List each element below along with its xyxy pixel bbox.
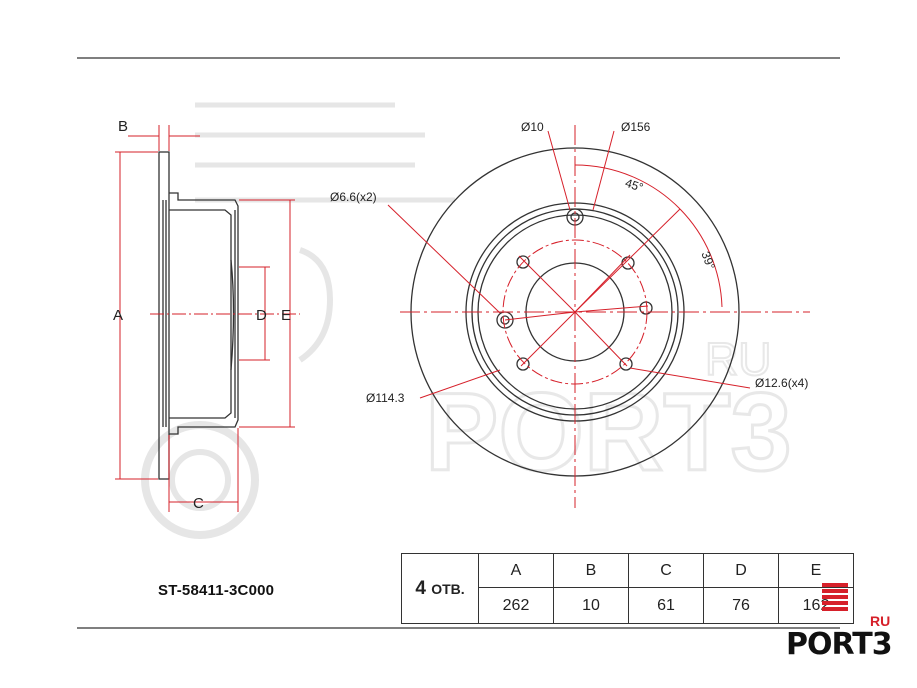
spec-header-b: B [553, 553, 629, 588]
spec-header-a: A [478, 553, 554, 588]
spec-header-d: D [703, 553, 779, 588]
spec-value-c: 61 [628, 587, 704, 624]
dim-label-e: E [281, 307, 291, 324]
dim-label-b: B [118, 118, 128, 135]
spec-table: 4 ОТВ. A B C D E 262 10 61 76 162 [401, 553, 854, 624]
dim-label-pcd: Ø114.3 [366, 391, 405, 405]
dim-label-a: A [113, 307, 123, 324]
logo-suffix: RU [870, 613, 891, 629]
watermark [141, 102, 455, 539]
dim-label-angle-39: 39° [698, 250, 717, 272]
holes-count-cell: 4 ОТВ. [401, 553, 479, 624]
spec-value-a: 262 [478, 587, 554, 624]
side-view-dimensions [115, 125, 300, 512]
spec-value-d: 76 [703, 587, 779, 624]
side-view [158, 151, 239, 480]
part-number: ST-58411-3C000 [158, 582, 275, 599]
watermark-suffix: RU [705, 333, 771, 385]
dim-label-c: C [193, 495, 204, 512]
watermark-text: PORT3 [425, 371, 792, 494]
dim-label-angle-45: 45° [623, 176, 645, 195]
front-view-dimensions [387, 125, 810, 508]
logo-mark-icon [822, 583, 848, 623]
dim-label-lug-holes: Ø12.6(x4) [755, 376, 808, 390]
dim-label-bolt-hole: Ø10 [521, 120, 544, 134]
holes-unit: ОТВ. [431, 580, 465, 597]
spec-header-c: C [628, 553, 704, 588]
dim-label-d: D [256, 307, 267, 324]
spec-value-b: 10 [553, 587, 629, 624]
port3-logo: RU PORT3 [786, 583, 896, 663]
logo-text: PORT3 [786, 627, 893, 662]
dim-label-small-hole: Ø6.6(x2) [330, 190, 377, 204]
dim-label-outer-dia: Ø156 [621, 120, 651, 134]
holes-count: 4 [415, 577, 426, 599]
